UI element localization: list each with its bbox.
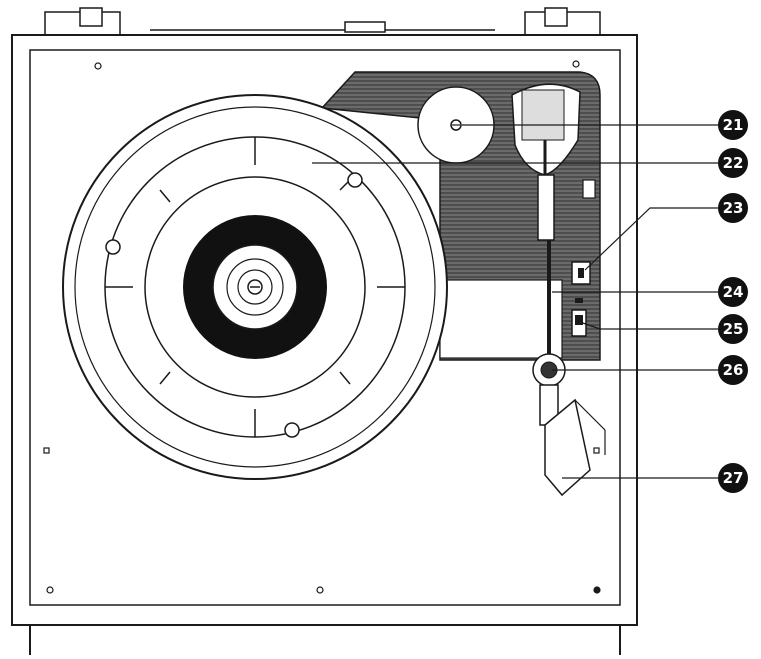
platter-hole <box>347 172 363 188</box>
callout-number: 23 <box>723 199 744 217</box>
callout-number: 26 <box>723 361 744 379</box>
screw <box>46 586 54 594</box>
callout-badge <box>718 110 748 140</box>
leader-lines <box>312 124 718 479</box>
counterweight-grip <box>521 89 565 141</box>
leader-25 <box>579 321 718 330</box>
callout-25: 25 <box>718 314 748 344</box>
callout-26: 26 <box>718 355 748 385</box>
screw <box>43 447 50 454</box>
callout-badge <box>718 314 748 344</box>
tonearm-sleeve <box>537 174 555 241</box>
callout-badge <box>718 277 748 307</box>
right-hinge-knuckle <box>544 7 568 27</box>
screw <box>572 60 580 68</box>
callout-badge <box>718 148 748 178</box>
top-hinges <box>44 7 601 37</box>
leader-23 <box>584 207 718 271</box>
callout-number: 25 <box>723 320 744 338</box>
screw <box>593 447 600 454</box>
left-hinge-knuckle <box>79 7 103 27</box>
screws <box>43 60 601 594</box>
callout-badge <box>718 193 748 223</box>
cue-indicator <box>575 298 583 303</box>
cue-lever-knob <box>575 315 583 325</box>
callout-badge <box>718 355 748 385</box>
base-plate-cutout <box>439 279 563 359</box>
rear-connector <box>344 21 386 33</box>
screw <box>593 586 601 594</box>
finger-lift <box>574 399 606 431</box>
callout-22: 22 <box>718 148 748 178</box>
screw <box>316 586 324 594</box>
speed-selector-knob <box>578 268 584 278</box>
platter-hole <box>284 422 300 438</box>
callout-27: 27 <box>718 463 748 493</box>
platter-marks <box>105 137 405 437</box>
callout-21: 21 <box>718 110 748 140</box>
tonearm-assembly <box>511 83 606 497</box>
screw <box>94 62 102 70</box>
callout-number: 24 <box>723 283 744 301</box>
callout-number: 22 <box>723 154 744 172</box>
platter-hole <box>105 239 121 255</box>
callout-23: 23 <box>718 193 748 223</box>
callout-badge <box>718 463 748 493</box>
callout-number: 21 <box>723 116 744 134</box>
callout-number: 27 <box>723 469 744 487</box>
cartridge-headshell <box>544 398 591 497</box>
arm-rest <box>582 179 596 199</box>
callout-24: 24 <box>718 277 748 307</box>
